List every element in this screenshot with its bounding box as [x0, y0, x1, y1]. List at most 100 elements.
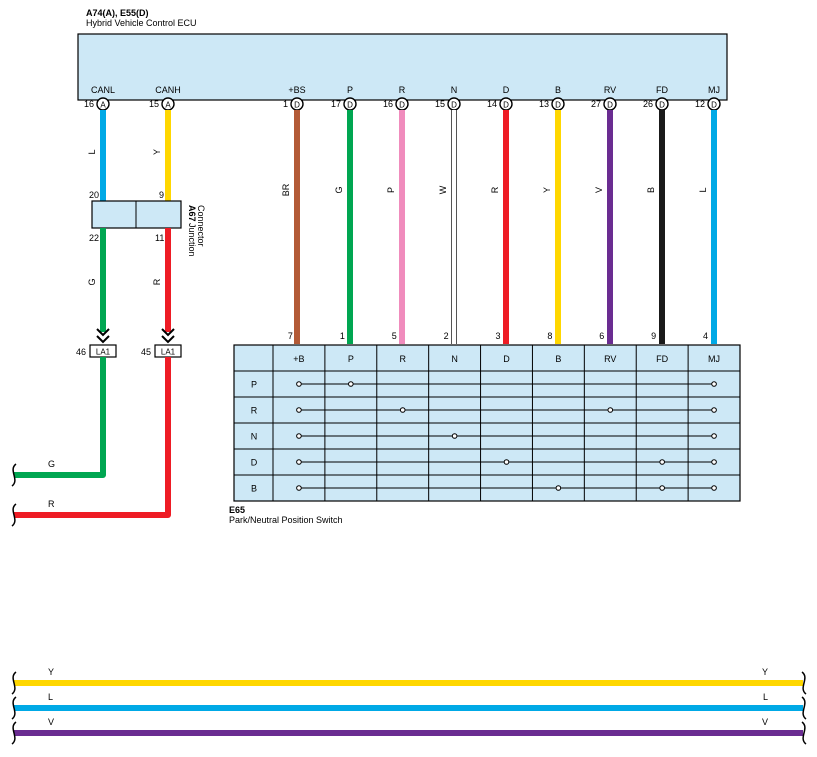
ecu-pin-label-10: MJ [708, 85, 720, 95]
ecu-wire-label-0: L [87, 149, 97, 154]
bottom-wire-right-label-2: V [762, 717, 768, 727]
switch-row-label-0: P [251, 380, 257, 390]
switch-pin-num-1: 1 [340, 331, 345, 341]
switch-contact-0-1 [348, 381, 354, 387]
chevron-down-icon [96, 328, 110, 337]
junction-pin-bottom-0: 22 [89, 233, 99, 243]
ecu-wire-label-7: Y [542, 187, 552, 193]
ecu-wire-label-10: L [698, 187, 708, 192]
bottom-wire-right-label-0: Y [762, 667, 768, 677]
ecu-pin-conn-9: D [659, 101, 665, 110]
switch-col-2: R [399, 354, 406, 364]
ecu-code: A74(A), E55(D) [86, 8, 149, 18]
wire-break-icon [801, 696, 807, 720]
ecu-pin-num-3: 17 [331, 99, 341, 109]
switch-contact-1-2 [399, 407, 406, 413]
bottom-wire-left-label-0: Y [48, 667, 54, 677]
wire-break-icon [801, 671, 807, 695]
wire-break-icon [11, 696, 17, 720]
switch-contact-0-8 [711, 381, 717, 387]
bottom-wire-right-label-1: L [763, 692, 768, 702]
ecu-pin-conn-1: A [165, 101, 171, 110]
wire-break-icon [11, 721, 17, 745]
ecu-pin-conn-10: D [711, 101, 717, 110]
ecu-pin-num-7: 13 [539, 99, 549, 109]
ecu-pin-label-3: P [347, 85, 353, 95]
wire-break-icon [801, 721, 807, 745]
ecu-pin-num-5: 15 [435, 99, 445, 109]
la-label-1: LA1 [161, 348, 176, 357]
switch-contact-1-8 [711, 407, 717, 413]
la-num-0: 46 [76, 347, 86, 357]
switch-row-label-3: D [251, 458, 258, 468]
switch-pin-num-7: 9 [651, 331, 656, 341]
switch-pin-num-8: 4 [703, 331, 708, 341]
switch-contact-2-3 [451, 433, 458, 439]
ecu-pin-conn-4: D [399, 101, 405, 110]
switch-contact-2-8 [711, 433, 717, 439]
switch-title: Park/Neutral Position Switch [229, 515, 343, 525]
left-lead-label-1: R [48, 499, 55, 509]
ecu-pin-conn-2: D [294, 101, 300, 110]
ecu-pin-num-4: 16 [383, 99, 393, 109]
junction-name-1: Junction [187, 223, 197, 257]
junction-connector: 20 9 22 11 A67 Junction Connector [89, 190, 206, 257]
switch-pin-num-3: 2 [444, 331, 449, 341]
ecu-pin-conn-6: D [503, 101, 509, 110]
ecu-pin-label-2: +BS [288, 85, 305, 95]
bottom-wire-left-label-1: L [48, 692, 53, 702]
switch-contact-2-0 [296, 433, 302, 439]
ecu-box [77, 33, 728, 101]
switch-contact-3-7 [659, 459, 665, 465]
ecu-pin-label-8: RV [604, 85, 616, 95]
chevron-down-icon [161, 328, 175, 337]
ecu-pin-label-7: B [555, 85, 561, 95]
ecu-wire-label-9: B [646, 187, 656, 193]
switch-pin-num-0: 7 [288, 331, 293, 341]
switch-contact-1-0 [296, 407, 302, 413]
junction-pin-top-1: 9 [159, 190, 164, 200]
switch-contact-4-7 [659, 485, 665, 491]
ecu-wire-label-5: W [438, 185, 448, 194]
ecu-pin-conn-8: D [607, 101, 613, 110]
ecu-wire-label-6: R [490, 186, 500, 193]
left-lead-1 [14, 357, 171, 518]
junction-code: A67 [187, 205, 197, 222]
ecu-pin-conn-5: D [451, 101, 457, 110]
switch-contact-4-8 [711, 485, 717, 491]
ecu-wire-label-8: V [594, 187, 604, 193]
wire-break-icon [11, 463, 17, 487]
junction-pin-bottom-1: 11 [155, 233, 164, 243]
ecu-wire-label-3: G [334, 186, 344, 193]
switch-col-5: B [555, 354, 561, 364]
left-leads: GR [11, 357, 171, 527]
switch-code: E65 [229, 505, 245, 515]
switch-col-6: RV [604, 354, 616, 364]
ecu-pin-num-10: 12 [695, 99, 705, 109]
switch-col-7: FD [656, 354, 668, 364]
junction-pin-top-0: 20 [89, 190, 99, 200]
switch-col-1: P [348, 354, 354, 364]
switch-pin-num-5: 8 [547, 331, 552, 341]
junction-wire-label-1: R [152, 278, 162, 285]
ecu-pin-num-9: 26 [643, 99, 653, 109]
ecu-title: Hybrid Vehicle Control ECU [86, 18, 197, 28]
switch-contact-0-0 [296, 381, 302, 387]
ecu-wire-label-4: P [386, 187, 396, 193]
wire-break-icon [11, 503, 17, 527]
switch-row-label-4: B [251, 484, 257, 494]
ecu-pin-label-9: FD [656, 85, 668, 95]
